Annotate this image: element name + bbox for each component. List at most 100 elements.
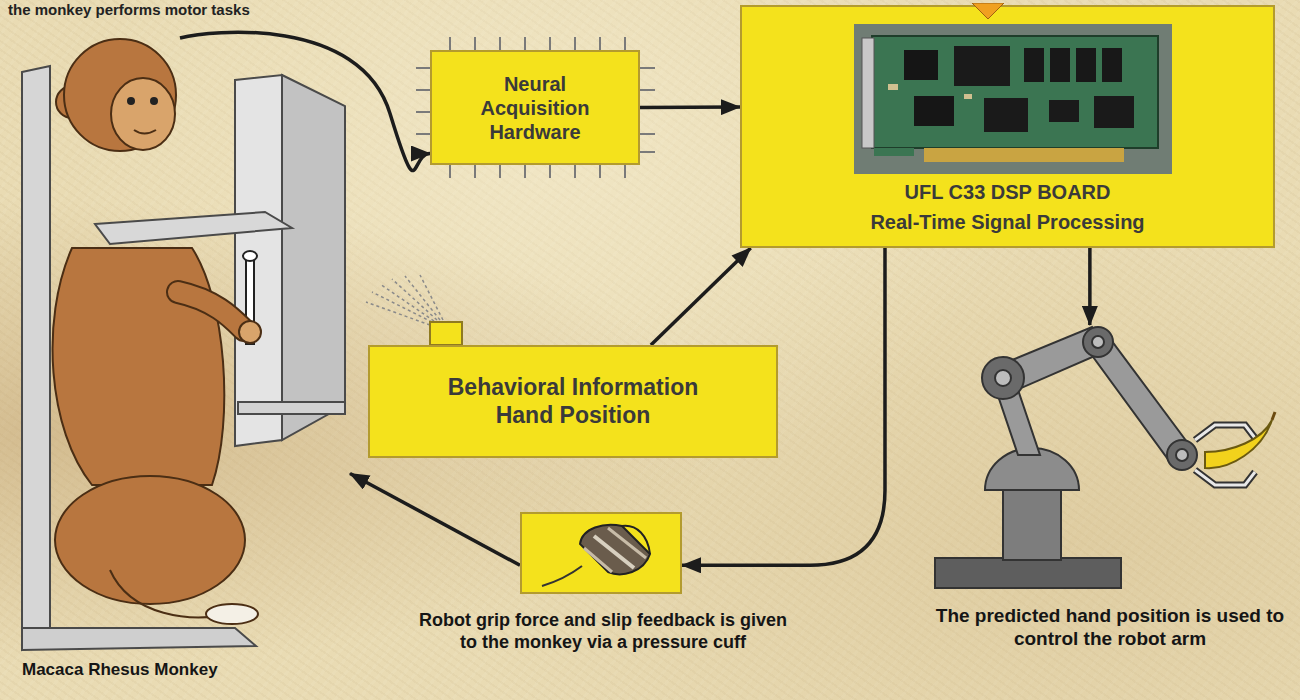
dsp-board-photo: [854, 24, 1172, 174]
dsp-board-photo-part: [872, 36, 1158, 148]
chip-pins-part: [524, 165, 526, 178]
monkey-figure-part: [111, 78, 175, 150]
position-sensor-part: [430, 322, 462, 345]
robot-arm-part: [1205, 420, 1272, 468]
monkey-figure-part: [150, 97, 158, 105]
monkey-figure-part: [206, 604, 258, 624]
monkey-figure-part: [134, 130, 156, 134]
chip-pins-part: [499, 37, 501, 50]
robot-arm-part: [1083, 327, 1113, 357]
connector-arrow: [180, 32, 430, 170]
primate-chair: [22, 66, 345, 650]
monkey-figure-part: [55, 476, 245, 604]
connector-arrow: [651, 248, 751, 345]
pressure-cuff-part: [594, 536, 634, 568]
chip-pins-part: [624, 37, 626, 50]
chip-pins-part: [449, 37, 451, 50]
chip-pins: [416, 37, 655, 178]
robot-arm-part: [935, 558, 1121, 588]
chip-pins-part: [499, 165, 501, 178]
primate-chair-part: [22, 628, 256, 650]
dsp-board-photo-part: [1076, 48, 1096, 82]
note-label: the monkey performs motor tasks: [8, 1, 250, 19]
chip-pins-part: [599, 165, 601, 178]
chip-pins-part: [640, 133, 655, 135]
box-title: UFL C33 DSP BOARD: [905, 180, 1111, 204]
monkey-figure-part: [178, 292, 244, 330]
box-subtitle: Real-Time Signal Processing: [870, 210, 1144, 234]
box-title: Behavioral Information Hand Position: [423, 374, 723, 429]
dsp-board-photo-part: [914, 96, 954, 126]
monkey-figure-part: [127, 97, 135, 105]
robot-arm-part: [1272, 412, 1275, 420]
chip-pins-part: [640, 151, 655, 153]
connector-arrow: [640, 105, 740, 109]
primate-chair-part: [282, 75, 345, 440]
position-sensor-part: [366, 275, 443, 325]
chip-pins-part: [416, 133, 430, 135]
robot-arm-part: [1167, 440, 1197, 470]
text-holder: The predicted hand position is used to c…: [930, 605, 1290, 651]
box-title: Neural Acquisition Hardware: [465, 72, 605, 144]
chip-pins-part: [416, 89, 430, 91]
connector-arrow: [1088, 248, 1092, 325]
dsp-board-photo-part: [1102, 48, 1122, 82]
monkey-node: Macaca Rhesus Monkey: [10, 38, 350, 688]
monkey-figure-part: [53, 248, 225, 485]
pointer-tab: [972, 3, 1004, 21]
position-sensor-part-part: [405, 276, 440, 320]
connector-arrow: [350, 474, 520, 566]
chip-pins-part: [416, 67, 430, 69]
pressure-cuff: [522, 514, 680, 592]
robot-arm-part: [995, 370, 1011, 386]
position-sensor-part-part: [366, 302, 430, 325]
dsp-board-photo-part: [1094, 96, 1134, 128]
pressure-cuff-part: [580, 525, 650, 574]
position-sensor-part-part: [392, 279, 437, 320]
chip-pins-part: [624, 165, 626, 178]
chip-pins-part: [474, 165, 476, 178]
position-sensor: [366, 275, 462, 345]
chip-pins-part: [549, 37, 551, 50]
dsp-board-photo-part: [984, 98, 1028, 132]
robot-arm-part: [1092, 336, 1104, 348]
dsp-board-photo-part: [904, 50, 938, 80]
dsp-board-photo-part: [888, 84, 898, 90]
robot-arm-part: [1195, 425, 1255, 440]
primate-chair-part: [235, 75, 282, 446]
cuff-box: Robot grip force and slip feedback is gi…: [520, 512, 682, 594]
dsp-board-photo-part: [1049, 100, 1079, 122]
pointer-tab-part: [972, 3, 1004, 19]
robot-arm-part: [1176, 449, 1188, 461]
figure-caption: Robot grip force and slip feedback is gi…: [412, 610, 794, 653]
robot-arm-part: [982, 357, 1024, 399]
monkey-figure-part: [178, 292, 244, 330]
acquisition-box: Neural Acquisition Hardware: [430, 50, 640, 165]
position-sensor-part-part: [380, 284, 434, 321]
monkey-figure-part: [64, 39, 176, 151]
robot-arm-part: [1195, 470, 1255, 485]
figure-caption: The predicted hand position is used to c…: [930, 605, 1290, 651]
pressure-cuff-part: [542, 566, 582, 586]
robot-node: The predicted hand position is used to c…: [930, 325, 1290, 590]
figure-caption: Macaca Rhesus Monkey: [22, 660, 342, 680]
text-holder: Robot grip force and slip feedback is gi…: [412, 610, 794, 653]
text-holder: Macaca Rhesus Monkey: [22, 660, 342, 680]
chip-pins-part: [416, 111, 430, 113]
dsp-board-photo-part: [874, 148, 914, 156]
dsp-board-photo-part: [954, 46, 1010, 86]
chip-pins-part: [574, 165, 576, 178]
dsp-board-photo-part: [854, 24, 1172, 174]
primate-chair-part: [22, 66, 50, 650]
chip-pins-part: [574, 37, 576, 50]
chip-pins-part: [474, 37, 476, 50]
robot-arm-part: [1195, 470, 1255, 485]
pressure-cuff-part: [584, 548, 612, 572]
robot-arm-part: [1003, 482, 1061, 560]
chip-pins-part: [549, 165, 551, 178]
robot-arm: [935, 327, 1275, 588]
monkey-figure-part: [243, 251, 257, 261]
dsp-board-photo-part: [1024, 48, 1044, 82]
label-holder: the monkey performs motor tasks: [8, 1, 250, 19]
chip-pins-part: [524, 37, 526, 50]
